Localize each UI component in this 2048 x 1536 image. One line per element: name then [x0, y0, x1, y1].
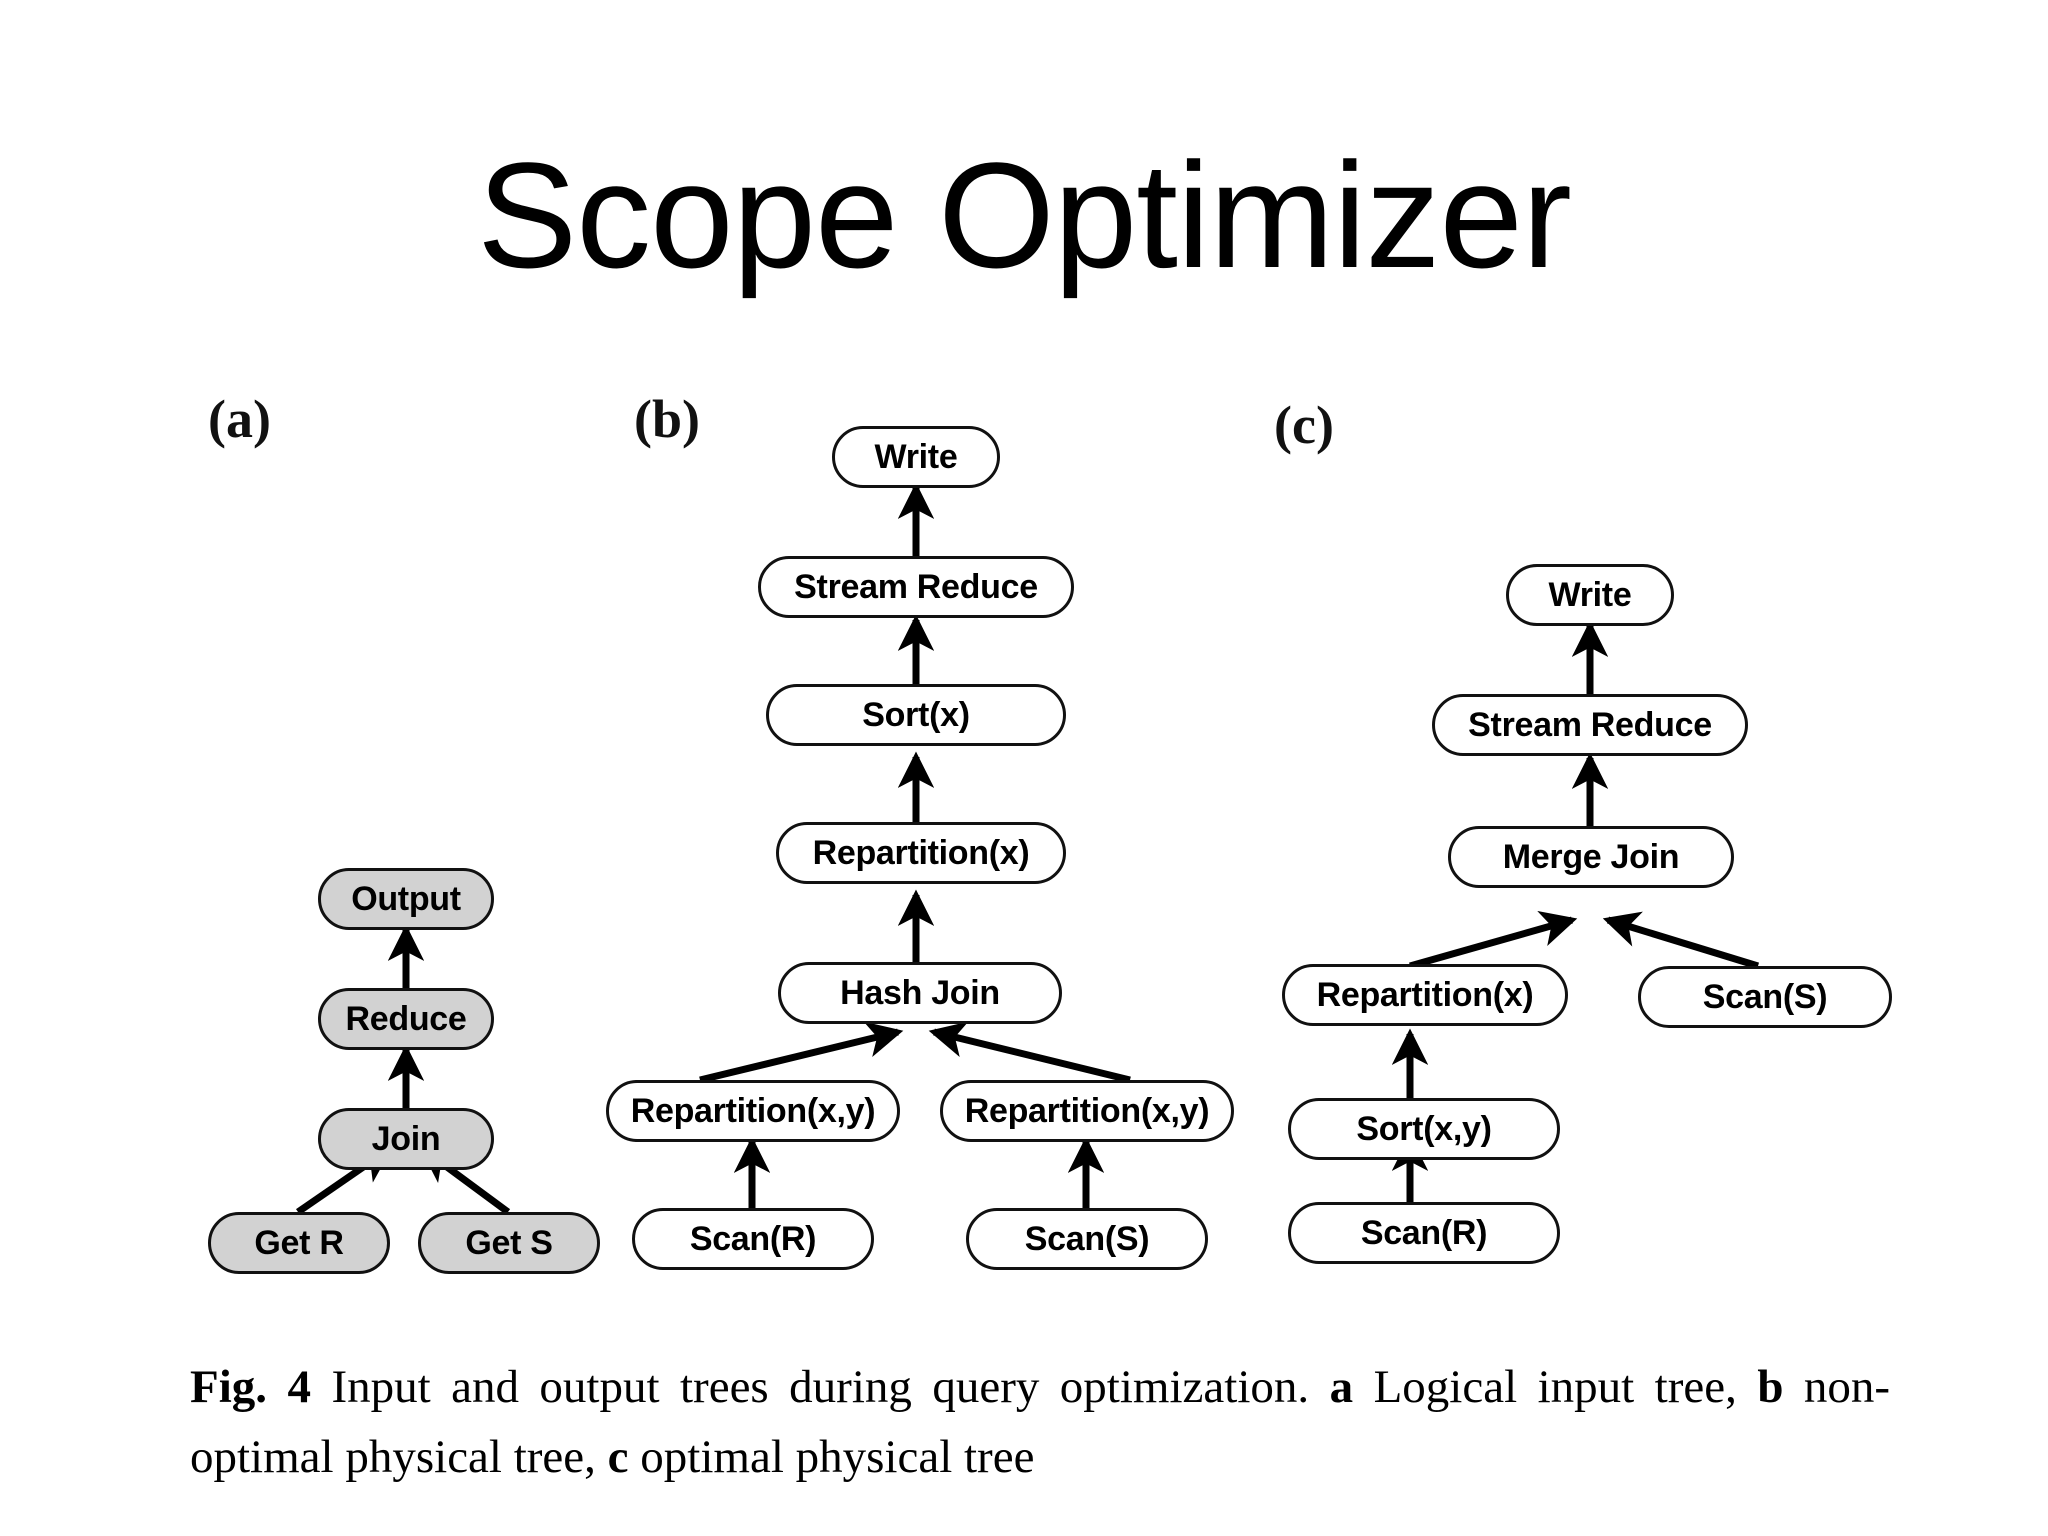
node-c-stream-reduce[interactable]: Stream Reduce	[1432, 694, 1748, 756]
node-b-repartition-xy-right[interactable]: Repartition(x,y)	[940, 1080, 1234, 1142]
caption-marker-b: b	[1757, 1361, 1784, 1413]
node-b-hash-join[interactable]: Hash Join	[778, 962, 1062, 1024]
node-b-write[interactable]: Write	[832, 426, 1000, 488]
panel-label-b: (b)	[634, 389, 700, 449]
caption-text-a: Logical input tree,	[1373, 1361, 1737, 1413]
caption-marker-c: c	[607, 1431, 629, 1483]
caption-text-c: optimal physical tree	[640, 1431, 1035, 1483]
caption-text-b: non-optimal physical tree,	[190, 1361, 1891, 1483]
node-b-stream-reduce[interactable]: Stream Reduce	[758, 556, 1074, 618]
node-a-reduce[interactable]: Reduce	[318, 988, 494, 1050]
node-a-output[interactable]: Output	[318, 868, 494, 930]
node-a-get-r[interactable]: Get R	[208, 1212, 390, 1274]
node-c-sort-xy[interactable]: Sort(x,y)	[1288, 1098, 1560, 1160]
node-c-merge-join[interactable]: Merge Join	[1448, 826, 1734, 888]
node-c-write[interactable]: Write	[1506, 564, 1674, 626]
node-b-scan-s[interactable]: Scan(S)	[966, 1208, 1208, 1270]
node-c-scan-r[interactable]: Scan(R)	[1288, 1202, 1560, 1264]
node-b-repartition-x[interactable]: Repartition(x)	[776, 822, 1066, 884]
caption-marker-a: a	[1329, 1361, 1354, 1413]
page-title: Scope Optimizer	[477, 131, 1572, 299]
node-b-scan-r[interactable]: Scan(R)	[632, 1208, 874, 1270]
panel-label-c: (c)	[1274, 395, 1334, 455]
panel-label-a: (a)	[208, 389, 271, 449]
node-a-join[interactable]: Join	[318, 1108, 494, 1170]
node-b-sort-x[interactable]: Sort(x)	[766, 684, 1066, 746]
caption-figure-number: Fig. 4	[190, 1361, 311, 1413]
node-b-repartition-xy-left[interactable]: Repartition(x,y)	[606, 1080, 900, 1142]
node-c-repartition-x[interactable]: Repartition(x)	[1282, 964, 1568, 1026]
caption-main-text: Input and output trees during query opti…	[331, 1361, 1310, 1413]
node-c-scan-s[interactable]: Scan(S)	[1638, 966, 1892, 1028]
figure-caption: Fig. 4 Input and output trees during que…	[190, 1352, 1890, 1492]
node-a-get-s[interactable]: Get S	[418, 1212, 600, 1274]
